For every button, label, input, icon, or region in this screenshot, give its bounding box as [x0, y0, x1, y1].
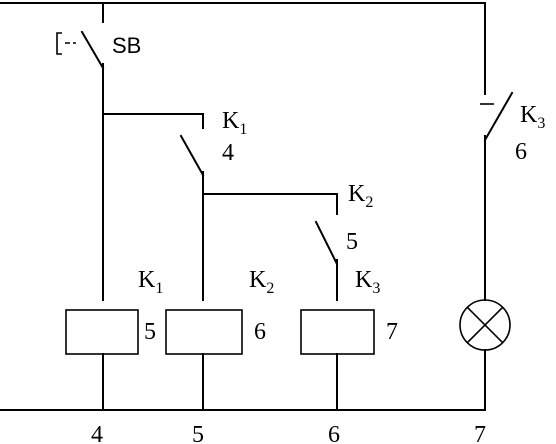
contact-k3-name: K3 [520, 102, 545, 132]
coil-k1 [65, 309, 139, 355]
contact-k2-number: 5 [346, 229, 358, 255]
contact-k2-name: K2 [348, 181, 373, 211]
contact-k1-number: 4 [222, 140, 234, 166]
bottom-number-5: 5 [192, 422, 204, 444]
coil-k3-name: K3 [355, 267, 380, 297]
bottom-number-4: 4 [91, 422, 103, 444]
coil-k1-number: 5 [144, 319, 156, 345]
contact-k3 [480, 91, 514, 301]
contact-k3-number: 6 [515, 139, 527, 165]
bottom-number-7: 7 [474, 422, 486, 444]
pushbutton-sb [56, 2, 105, 301]
contact-k2 [314, 220, 339, 301]
bottom-number-6: 6 [328, 422, 340, 444]
coil-k2 [165, 309, 243, 355]
switch-sb-label: SB [112, 33, 141, 58]
lamp-icon [459, 299, 511, 351]
contact-k1-name: K1 [222, 108, 247, 138]
coil-k3-number: 7 [386, 319, 398, 345]
coil-k1-name: K1 [138, 267, 163, 297]
contact-k1 [179, 134, 205, 301]
coil-k3 [300, 309, 375, 355]
coil-k2-number: 6 [254, 319, 266, 345]
coil-k2-name: K2 [249, 267, 274, 297]
